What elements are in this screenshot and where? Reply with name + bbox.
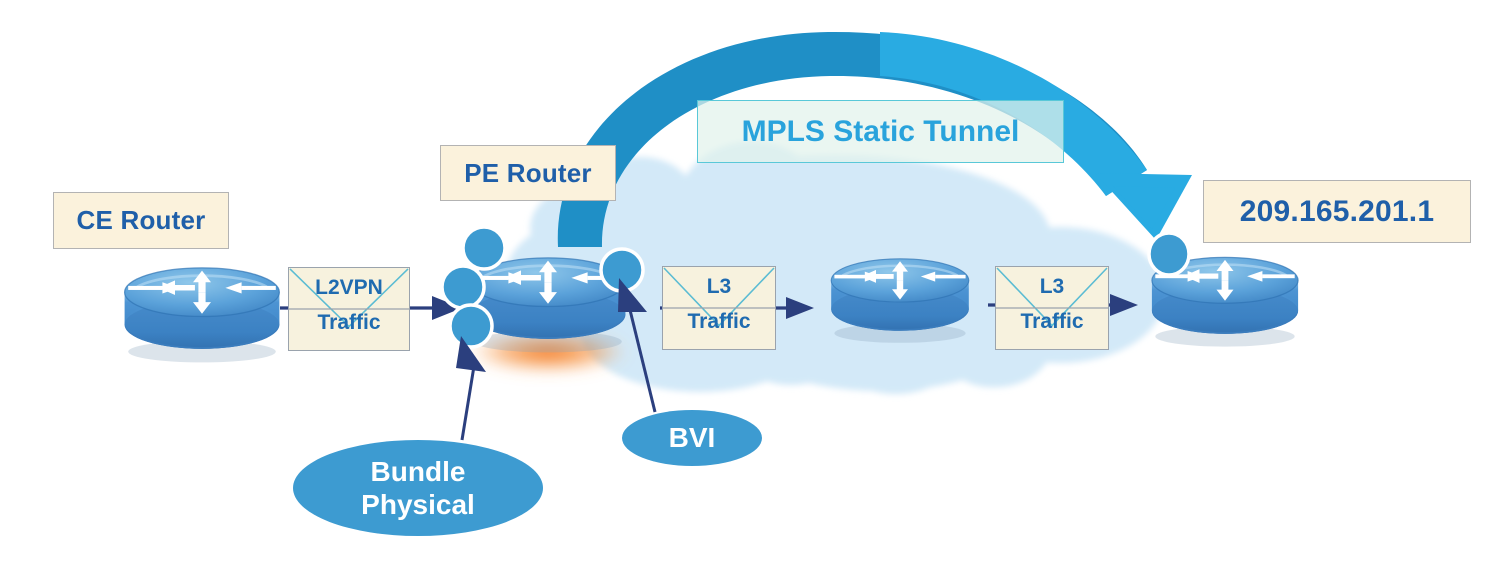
l3-traffic-first-line1: L3 xyxy=(706,275,732,299)
l3-traffic-second-line2: Traffic xyxy=(1020,309,1084,333)
pe-router-icon xyxy=(468,256,628,374)
bundle-physical-line1: Bundle xyxy=(370,455,466,487)
remote-pe-interface-circle xyxy=(1147,231,1191,277)
l2vpn-traffic-line2: Traffic xyxy=(317,310,381,334)
l3-traffic-second-line1: L3 xyxy=(1039,275,1065,299)
bvi-callout: BVI xyxy=(622,410,762,466)
ce-router-label: CE Router xyxy=(53,192,229,249)
bvi-line1: BVI xyxy=(668,422,716,454)
bundle-physical-line2: Physical xyxy=(361,489,475,520)
envelope-flap-icon xyxy=(996,267,1108,327)
envelope-flap-icon xyxy=(289,268,409,328)
ce-router-icon xyxy=(123,266,281,364)
l3-traffic-label-first: L3 Traffic xyxy=(662,266,776,350)
bvi-leader-arrow xyxy=(618,278,657,413)
bundle-physical-callout: Bundle Physical xyxy=(293,440,543,536)
mpls-static-tunnel-label: MPLS Static Tunnel xyxy=(697,100,1064,163)
envelope-flap-icon xyxy=(663,267,775,327)
l2vpn-traffic-label: L2VPN Traffic xyxy=(288,267,410,351)
destination-ip-label: 209.165.201.1 xyxy=(1203,180,1471,243)
bundle-physical-leader-arrow xyxy=(456,336,486,441)
l3-traffic-label-second: L3 Traffic xyxy=(995,266,1109,350)
l2vpn-traffic-line1: L2VPN xyxy=(315,276,383,300)
l3-traffic-first-line2: Traffic xyxy=(687,309,751,333)
pe-router-label: PE Router xyxy=(440,145,616,201)
pe-left-interface-circles xyxy=(440,225,507,349)
p-router-icon xyxy=(830,257,970,344)
